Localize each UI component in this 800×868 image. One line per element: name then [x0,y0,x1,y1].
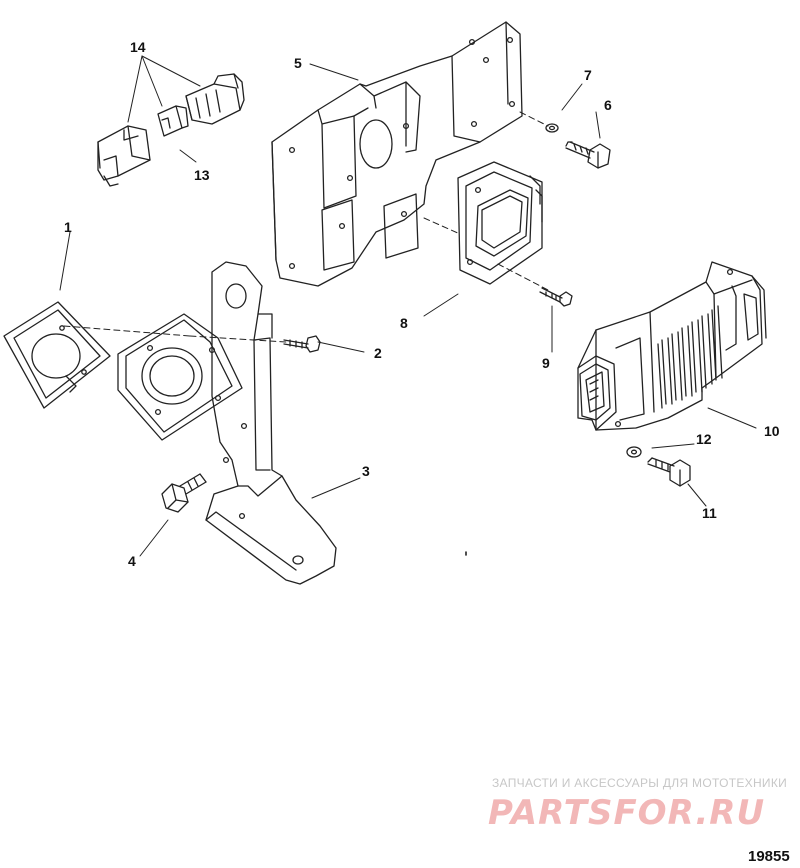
callout-2: 2 [374,345,382,361]
callout-12: 12 [696,431,712,447]
module-plate-8 [457,161,543,285]
callout-9: 9 [542,355,550,371]
callout-14: 14 [130,39,146,55]
screw-9 [539,287,573,307]
callout-5: 5 [294,55,302,71]
callout-13: 13 [194,167,210,183]
callout-10: 10 [764,423,780,439]
watermark-logo: PARTSFOR.RU [488,793,765,832]
gasket-1 [3,301,111,409]
bracket-3 [117,261,337,585]
callout-3: 3 [362,463,370,479]
bolt-4 [161,473,207,513]
callout-6: 6 [604,97,612,113]
connector-plug-14 [97,73,245,187]
callout-4: 4 [128,553,136,569]
watermark-caption: ЗАПЧАСТИ И АКСЕССУАРЫ ДЛЯ МОТОТЕХНИКИ [492,776,788,790]
watermark-logo-text: PARTSFOR.RU [488,793,765,832]
bolt-6 [565,141,611,169]
figure-number: 19855 [748,848,790,865]
leader-lines [59,55,757,557]
screw-2 [283,335,321,353]
ignition-module-10 [577,261,767,431]
washer-7 [545,123,559,133]
callout-7: 7 [584,67,592,83]
bolt-11 [647,457,691,487]
mounting-plate-5 [271,21,523,287]
washer-12 [626,446,642,458]
alignment-lines [63,111,549,343]
callout-11: 11 [702,505,717,521]
callout-1: 1 [64,219,72,235]
callout-8: 8 [400,315,408,331]
